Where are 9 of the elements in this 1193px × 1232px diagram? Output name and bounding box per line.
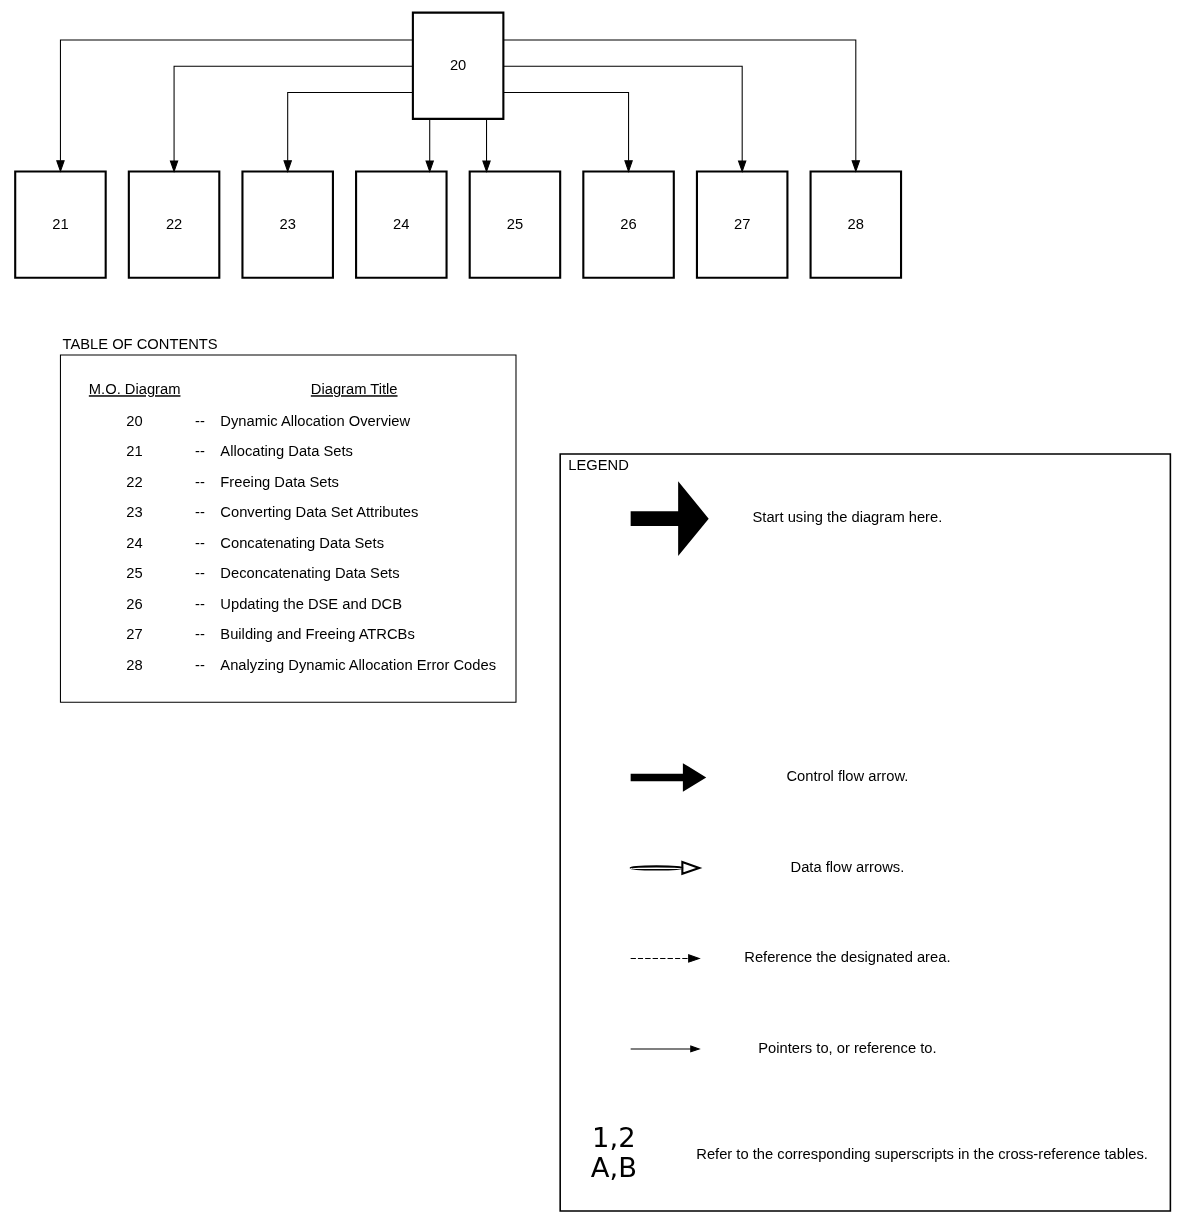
legend-label: Pointers to, or reference to.: [757, 1039, 937, 1056]
legend-label: Start using the diagram here.: [751, 509, 942, 526]
legend-label: Refer to the corresponding superscripts in the cross-reference tables.: [695, 1146, 1148, 1163]
legend-label: Control flow arrow.: [785, 768, 908, 785]
legend-label: Data flow arrows.: [790, 858, 904, 875]
label: 1,2: [591, 1121, 636, 1153]
label: A,B: [590, 1152, 637, 1184]
node-label: TABLE OF CONTENTS: [62, 335, 218, 352]
legend-label: Reference the designated area.: [743, 949, 950, 966]
